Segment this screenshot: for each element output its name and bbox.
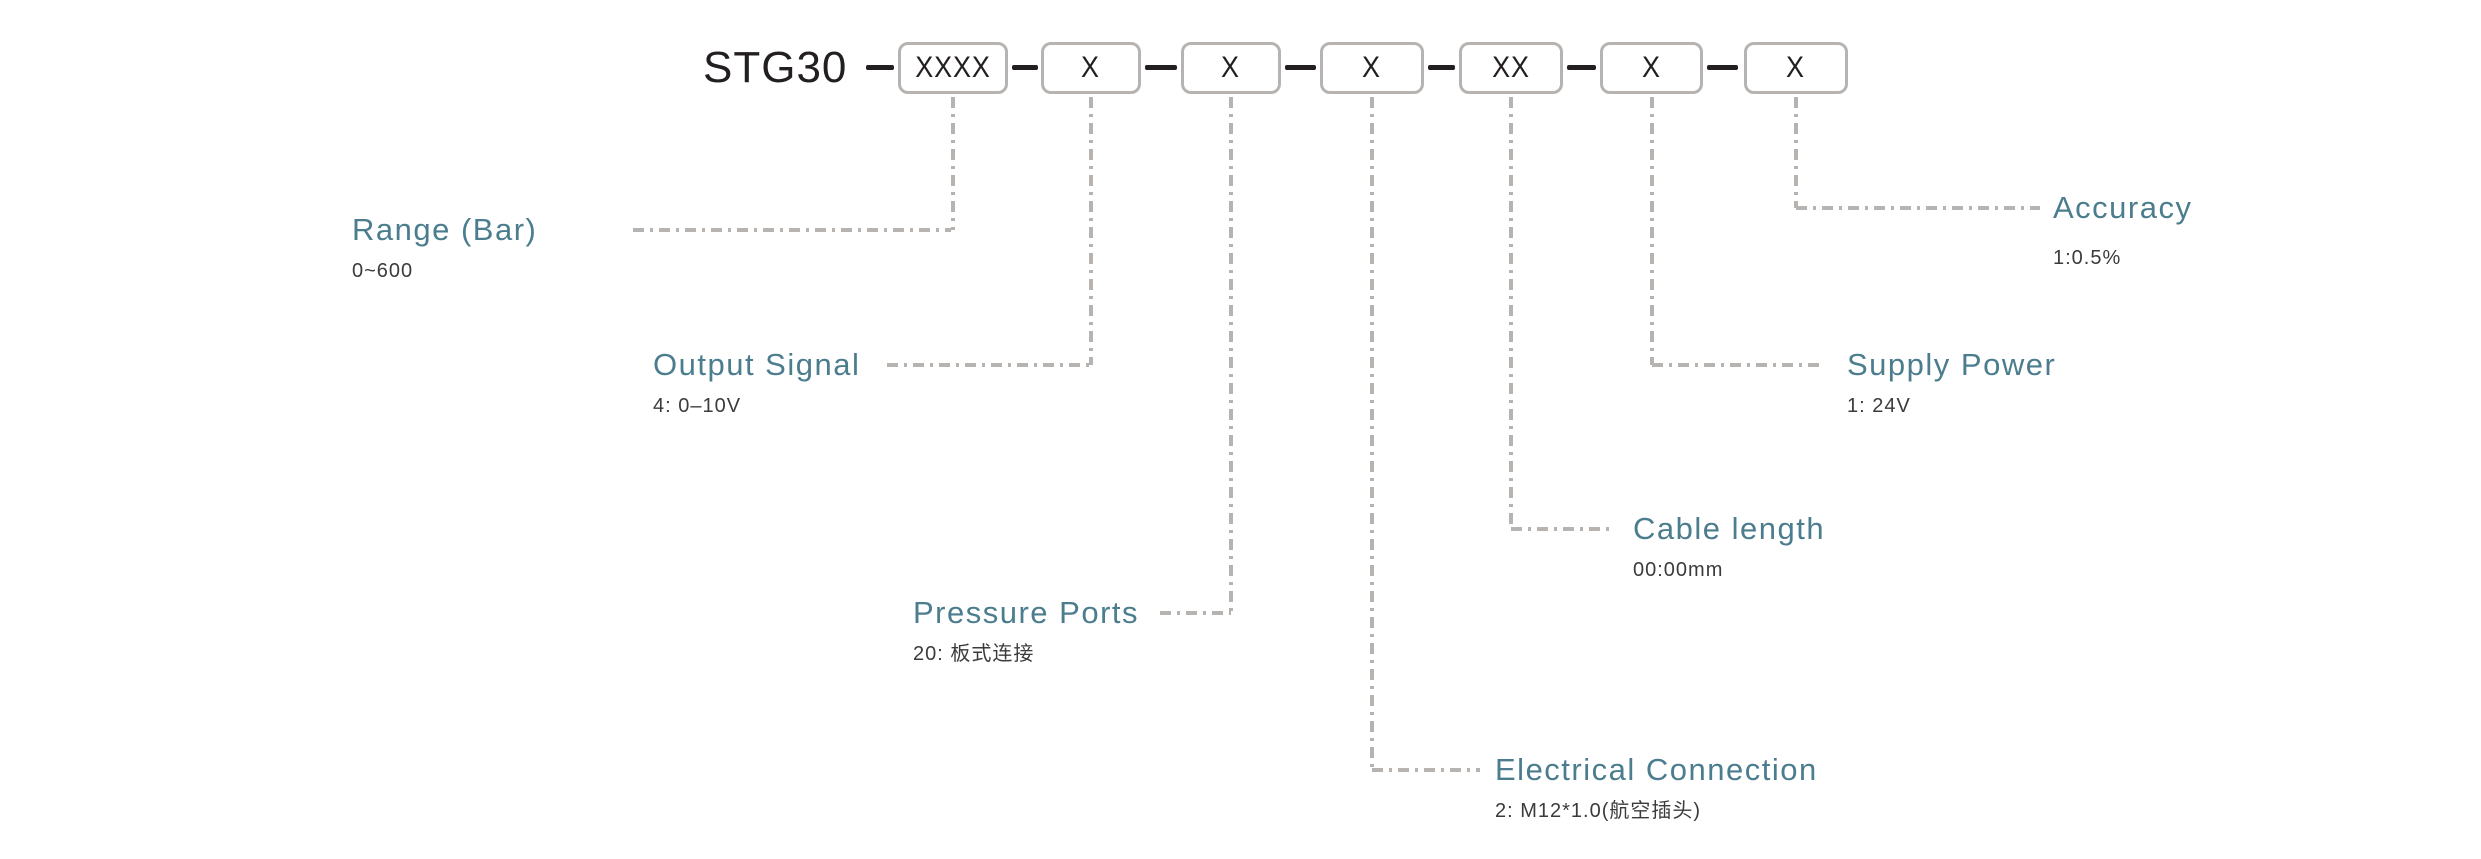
field-cable-length-title: Cable length xyxy=(1633,511,1826,546)
code-separator-dash xyxy=(1428,65,1455,70)
code-separator-dash xyxy=(1012,65,1038,70)
field-accuracy-value: 1:0.5% xyxy=(2053,247,2122,269)
field-accuracy: Accuracy 1:0.5% xyxy=(2053,190,2192,270)
code-box-pressure-ports-text: X xyxy=(1221,51,1241,84)
code-box-supply-power: X xyxy=(1600,42,1703,94)
connector-cable-length-vertical xyxy=(1509,97,1513,529)
code-box-output-signal: X xyxy=(1041,42,1141,94)
connector-output-signal-vertical xyxy=(1089,97,1093,365)
connector-pressure-ports-horizontal xyxy=(1160,611,1231,615)
field-pressure-ports-value: 20: 板式连接 xyxy=(913,643,1035,665)
connector-range-vertical xyxy=(951,97,955,230)
field-pressure-ports: Pressure Ports 20: 板式连接 xyxy=(913,595,1139,666)
field-supply-power: Supply Power 1: 24V xyxy=(1847,347,2056,418)
field-electrical-connection-value: 2: M12*1.0(航空插头) xyxy=(1495,800,1702,822)
field-range-title: Range (Bar) xyxy=(352,212,538,247)
connector-range-horizontal xyxy=(633,228,951,232)
code-separator-dash xyxy=(1145,65,1177,70)
connector-pressure-ports-vertical xyxy=(1229,97,1233,613)
field-supply-power-value: 1: 24V xyxy=(1847,395,1911,417)
connector-electrical-connection-horizontal xyxy=(1372,768,1480,772)
field-supply-power-title: Supply Power xyxy=(1847,347,2057,382)
connector-electrical-connection-vertical xyxy=(1370,97,1374,770)
connector-accuracy-horizontal xyxy=(1796,206,2040,210)
code-box-range: XXXX xyxy=(898,42,1008,94)
connector-supply-power-vertical xyxy=(1650,97,1654,365)
code-box-accuracy: X xyxy=(1744,42,1848,94)
field-cable-length-value: 00:00mm xyxy=(1633,559,1724,581)
code-box-cable-length-text: XX xyxy=(1492,51,1530,84)
model-prefix: STG30 xyxy=(703,43,848,92)
field-accuracy-title: Accuracy xyxy=(2053,190,2193,225)
code-box-electrical-connection-text: X xyxy=(1362,51,1382,84)
field-electrical-connection-title: Electrical Connection xyxy=(1495,752,1818,787)
connector-output-signal-horizontal xyxy=(887,363,1089,367)
field-output-signal-value: 4: 0–10V xyxy=(653,395,742,417)
connector-cable-length-horizontal xyxy=(1511,527,1610,531)
code-separator-dash xyxy=(1707,65,1738,70)
code-separator-dash xyxy=(866,65,894,70)
connector-accuracy-vertical xyxy=(1794,97,1798,208)
code-box-output-signal-text: X xyxy=(1081,51,1101,84)
field-output-signal-title: Output Signal xyxy=(653,347,861,382)
code-box-pressure-ports: X xyxy=(1181,42,1281,94)
field-range: Range (Bar) 0~600 xyxy=(352,212,537,283)
code-box-accuracy-text: X xyxy=(1786,51,1806,84)
code-box-range-text: XXXX xyxy=(915,51,991,84)
field-pressure-ports-title: Pressure Ports xyxy=(913,595,1140,630)
field-output-signal: Output Signal 4: 0–10V xyxy=(653,347,860,418)
code-box-supply-power-text: X xyxy=(1642,51,1661,84)
field-cable-length: Cable length 00:00mm xyxy=(1633,511,1825,582)
code-box-electrical-connection: X xyxy=(1320,42,1424,94)
field-electrical-connection: Electrical Connection 2: M12*1.0(航空插头) xyxy=(1495,752,1818,823)
field-range-value: 0~600 xyxy=(352,260,414,282)
code-separator-dash xyxy=(1285,65,1316,70)
connector-supply-power-horizontal xyxy=(1652,363,1825,367)
code-separator-dash xyxy=(1567,65,1596,70)
code-box-cable-length: XX xyxy=(1459,42,1563,94)
